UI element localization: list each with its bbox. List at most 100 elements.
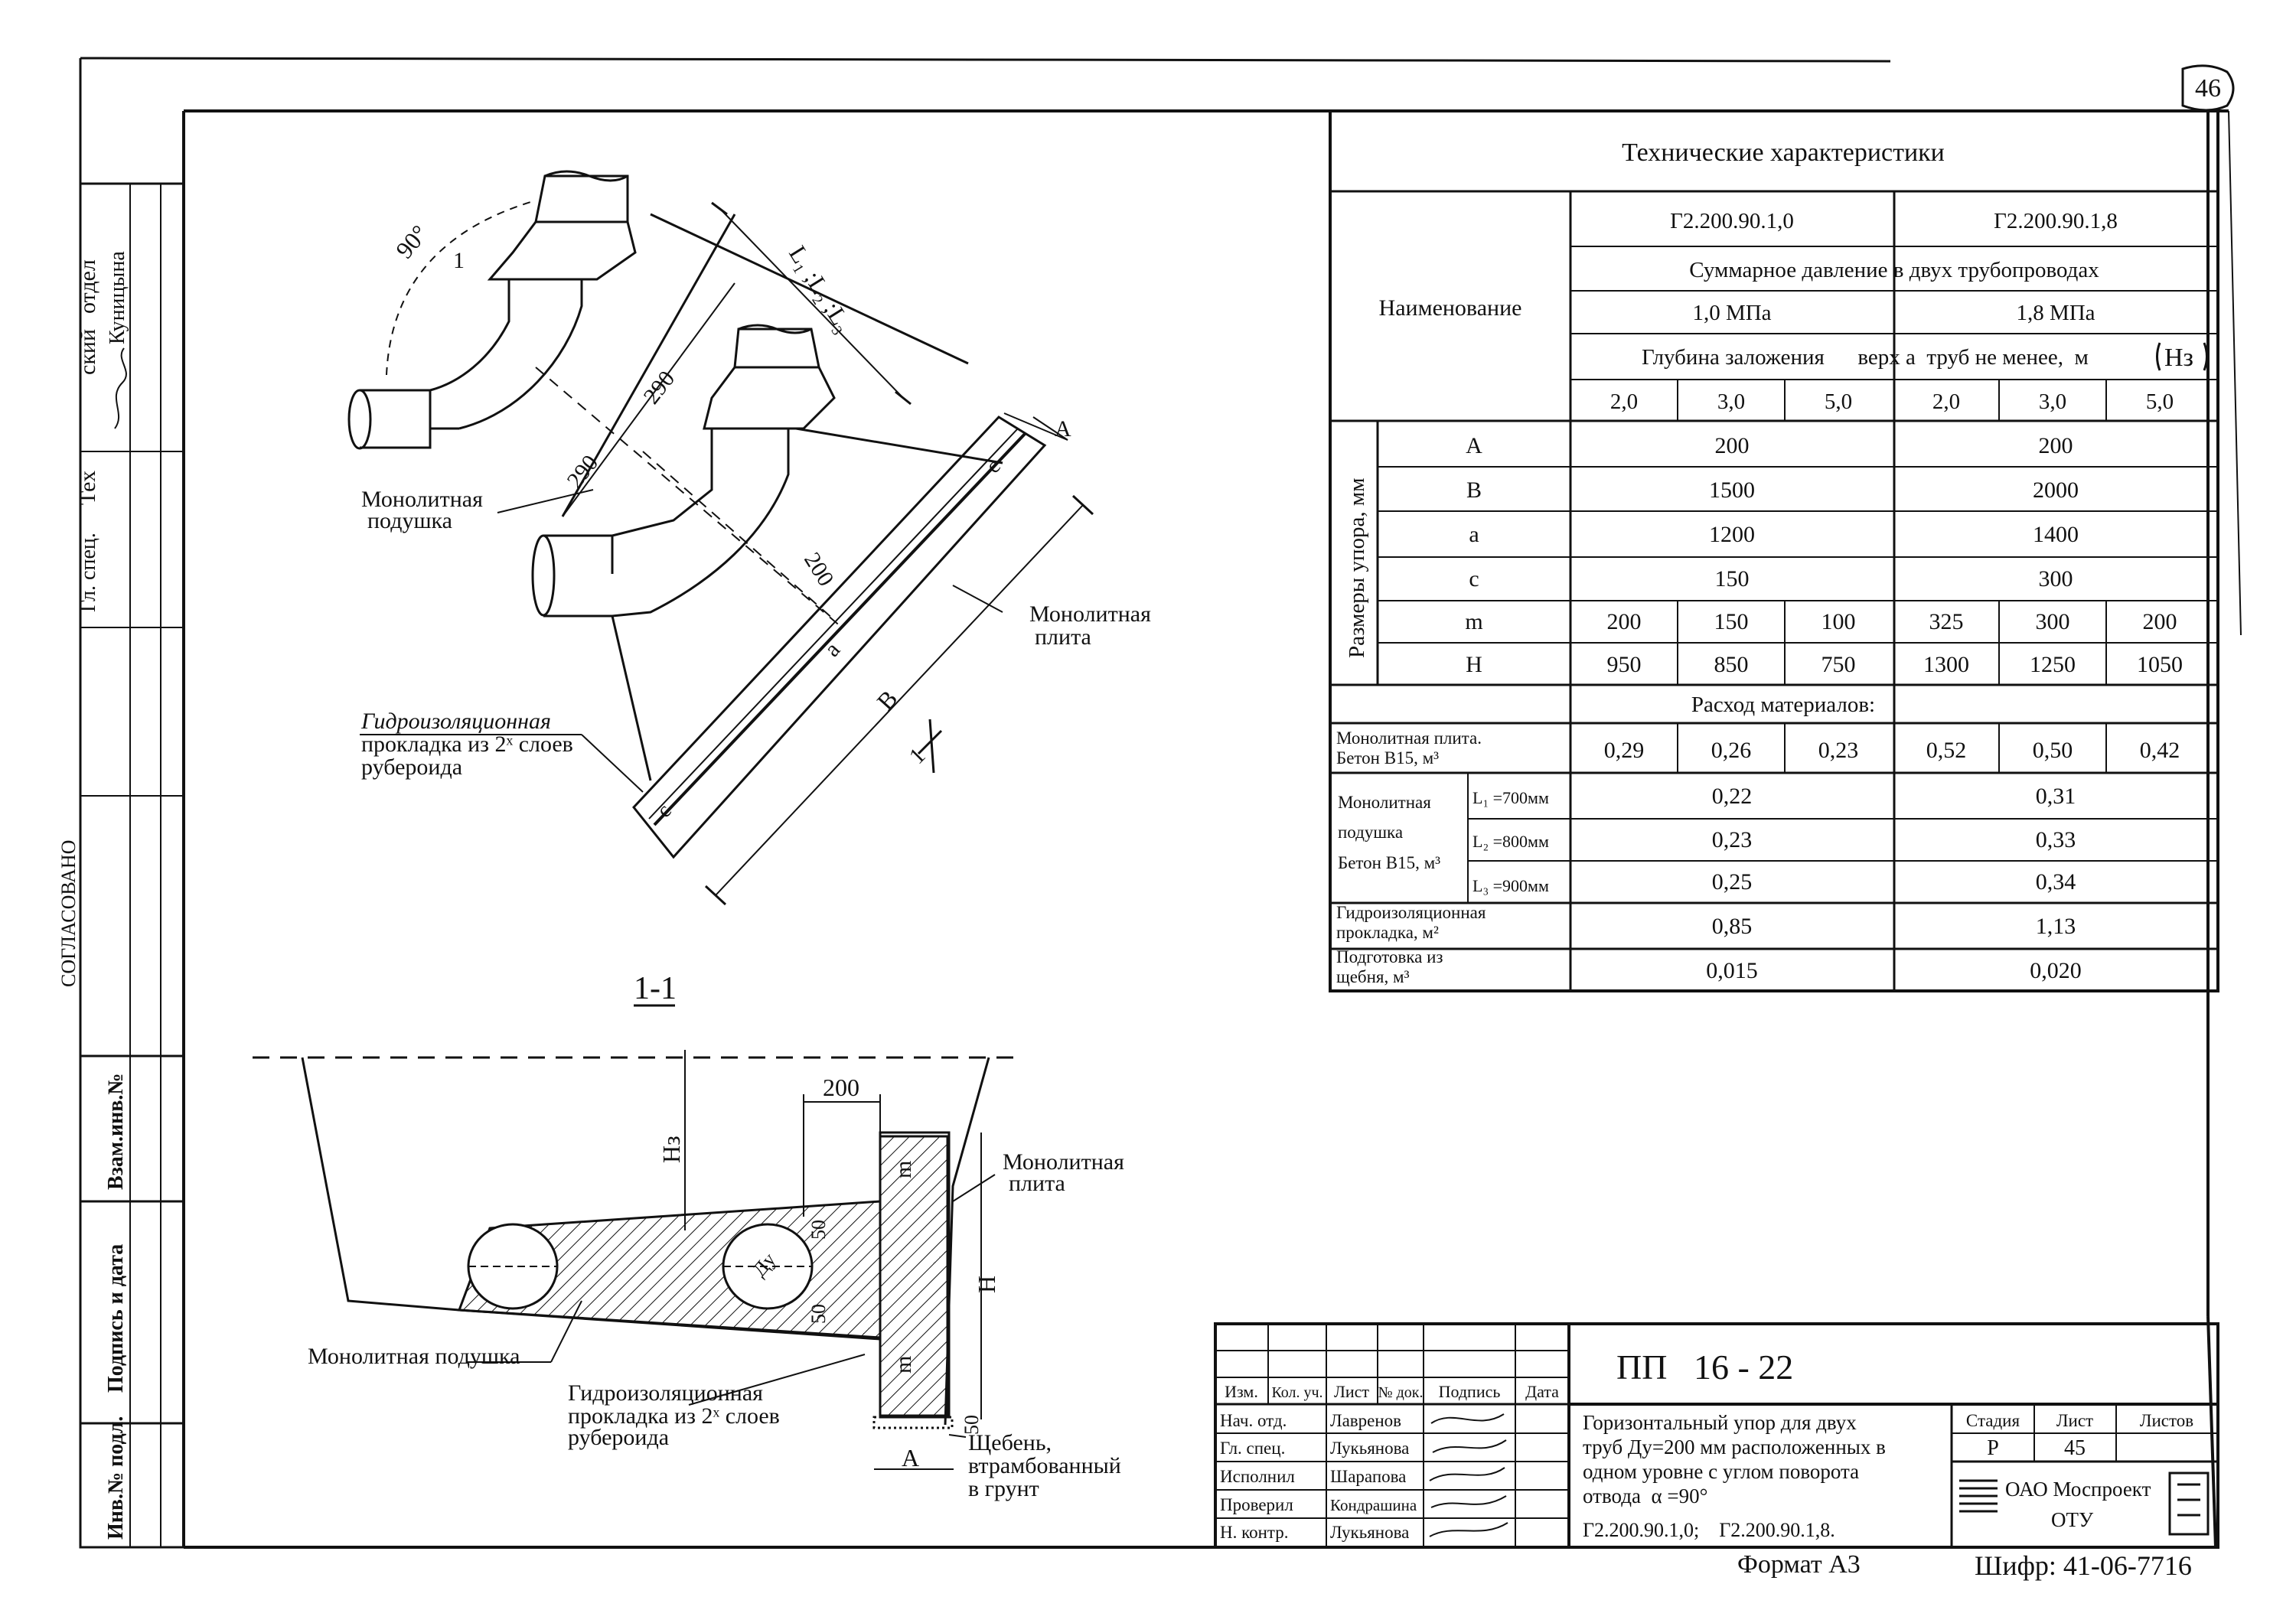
cushion-l2-v1: 0,23 (1712, 827, 1753, 852)
section-50b: 50 (807, 1304, 830, 1324)
h-v1: 950 (1607, 652, 1642, 677)
cushion-label-1: Монолитная (1338, 793, 1431, 812)
section-view: 1-1 Ду Нз 200 m m 50 50 50 H A (253, 971, 1022, 1471)
plan-gasket-label-2: прокладка из 2ˣ слоев (361, 732, 573, 757)
dim-label-A: A (1466, 433, 1482, 458)
tb-stage-label: Стадия (1966, 1411, 2020, 1430)
slab-v2: 0,26 (1711, 738, 1752, 763)
plan-view: 90° 1 L₁ ;L₂ ;L₃ 290 290 200 c c a B A 1 (347, 170, 1094, 906)
tb-org-2: ОТУ (2051, 1508, 2094, 1531)
dim-A-v1: 200 (1715, 433, 1750, 458)
tb-role-1: Нач. отд. (1220, 1411, 1287, 1430)
stamp-kunitsyna: Куницына (106, 251, 129, 344)
dim-B-v1: 1500 (1709, 477, 1755, 503)
m-v3: 100 (1821, 609, 1856, 634)
tech-depth-caption: Глубина заложения верх а труб не менее, … (1642, 345, 2089, 370)
tb-h-kol: Кол. уч. (1271, 1384, 1322, 1401)
gasket-label-2: прокладка, м² (1336, 923, 1439, 942)
tb-name-2: Лукьянова (1330, 1439, 1409, 1458)
plan-labels: Монолитная подушка Монолитная плита Гидр… (360, 487, 1151, 780)
stamp-gl-spec: Гл. спец. (77, 533, 100, 612)
title-block: ПП 16 - 22 Изм. Кол. уч. Лист № док. Под… (1214, 1322, 2219, 1549)
plan-b: B (871, 685, 902, 715)
section-gasket-label-1: Гидроизоляционная (568, 1380, 763, 1406)
plan-cushion-label-2: подушка (367, 508, 452, 533)
dim-A-v2: 200 (2039, 433, 2073, 458)
gravel-layer (872, 1416, 954, 1429)
section-labels: Монолитная плита Монолитная подушка Гидр… (308, 1149, 1124, 1501)
tb-name-4: Кондрашина (1330, 1496, 1417, 1514)
signature-side (114, 347, 127, 429)
section-m-top: m (891, 1161, 916, 1178)
cushion-label-2: подушка (1338, 823, 1403, 842)
prep-label-2: щебня, м³ (1336, 967, 1410, 986)
plan-slab-label-2: плита (1035, 624, 1091, 650)
section-cushion-label: Монолитная подушка (308, 1344, 520, 1369)
m-v6: 200 (2143, 609, 2177, 634)
tech-variant-2: Г2.200.90.1,8 (1994, 209, 2118, 233)
gasket-v1: 0,85 (1712, 914, 1753, 939)
org-logo-left (1959, 1479, 1998, 1513)
stamp-vzam: Взам.инв.№ (104, 1073, 128, 1190)
format-label: Формат А3 (1737, 1550, 1861, 1579)
section-dim-200: 200 (823, 1074, 859, 1101)
section-m-bottom: m (891, 1356, 916, 1374)
cushion-l3-v2: 0,34 (2036, 869, 2076, 895)
prep-v1: 0,015 (1706, 958, 1758, 983)
dim-c-v2: 300 (2039, 566, 2073, 592)
section-gravel-label-3: в грунт (968, 1476, 1039, 1501)
tb-name-5: Лукьянова (1330, 1523, 1409, 1542)
cushion-l1: L₁ =700мм (1473, 788, 1549, 807)
tb-role-5: Н. контр. (1220, 1523, 1289, 1542)
org-logo-right (2168, 1471, 2210, 1536)
cushion-l3-v1: 0,25 (1712, 869, 1753, 895)
tech-depth-1: 2,0 (1610, 389, 1638, 414)
dim-label-H: H (1466, 652, 1482, 677)
section-slab-label-2: плита (1009, 1171, 1065, 1196)
gasket-v2: 1,13 (2036, 914, 2076, 939)
tb-role-4: Проверил (1220, 1495, 1293, 1514)
dim-label-c: c (1469, 566, 1479, 592)
tb-role-3: Исполнил (1220, 1467, 1295, 1486)
cushion-l1-v1: 0,22 (1712, 784, 1753, 809)
section-title: 1-1 (634, 971, 677, 1006)
plan-gasket-label-1: Гидроизоляционная (360, 709, 551, 734)
side-stamp: Тех ский отдел Куницына Гл. спец. СОГЛАС… (57, 182, 185, 1549)
section-H: H (973, 1276, 1000, 1293)
cushion-l2: L₂ =800мм (1473, 832, 1549, 851)
tech-depth-6: 5,0 (2146, 389, 2174, 414)
tb-h-doc: № док. (1378, 1384, 1424, 1401)
tech-variant-1: Г2.200.90.1,0 (1670, 209, 1794, 233)
plan-slab-label-1: Монолитная (1029, 601, 1151, 627)
plan-gasket-label-3: рубероида (361, 754, 462, 780)
tb-desc-1: Горизонтальный упор для двух (1583, 1411, 1857, 1434)
section-50c: 50 (960, 1415, 983, 1435)
tech-name-header: Наименование (1379, 295, 1522, 321)
h-v2: 850 (1714, 652, 1749, 677)
cipher-label: Шифр: 41-06-7716 (1975, 1550, 2192, 1581)
plan-cut-top: 1 (453, 248, 465, 273)
tb-h-list: Лист (1334, 1382, 1369, 1401)
tech-pressure-2: 1,8 МПа (2016, 301, 2095, 325)
tech-title: Технические характеристики (1622, 139, 1945, 167)
section-50a: 50 (807, 1220, 830, 1240)
slab-label-1: Монолитная плита. (1336, 728, 1482, 748)
tech-depth-symbol: Нз (2164, 344, 2193, 372)
tb-role-2: Гл. спец. (1220, 1439, 1285, 1458)
slab-v4: 0,52 (1926, 738, 1967, 763)
section-gasket-label-3: рубероида (568, 1425, 669, 1450)
dim-c-v1: 150 (1715, 566, 1750, 592)
plan-lengths: L₁ ;L₂ ;L₃ (784, 241, 858, 337)
stamp-tech-dep2: ский (75, 329, 100, 375)
stamp-inv: Инв.№ подл. (104, 1416, 128, 1540)
section-h3: Нз (657, 1136, 685, 1163)
tb-h-sign: Подпись (1439, 1382, 1501, 1401)
cushion-l3: L₃ =900мм (1473, 876, 1549, 895)
tech-pressure-1: 1,0 МПа (1692, 301, 1771, 325)
stamp-podpis: Подпись и дата (104, 1244, 128, 1393)
tb-desc-2: труб Ду=200 мм расположенных в (1583, 1436, 1886, 1458)
signatures (1429, 1413, 1508, 1537)
dim-a-v2: 1400 (2033, 522, 2079, 547)
plan-a: a (820, 637, 845, 662)
